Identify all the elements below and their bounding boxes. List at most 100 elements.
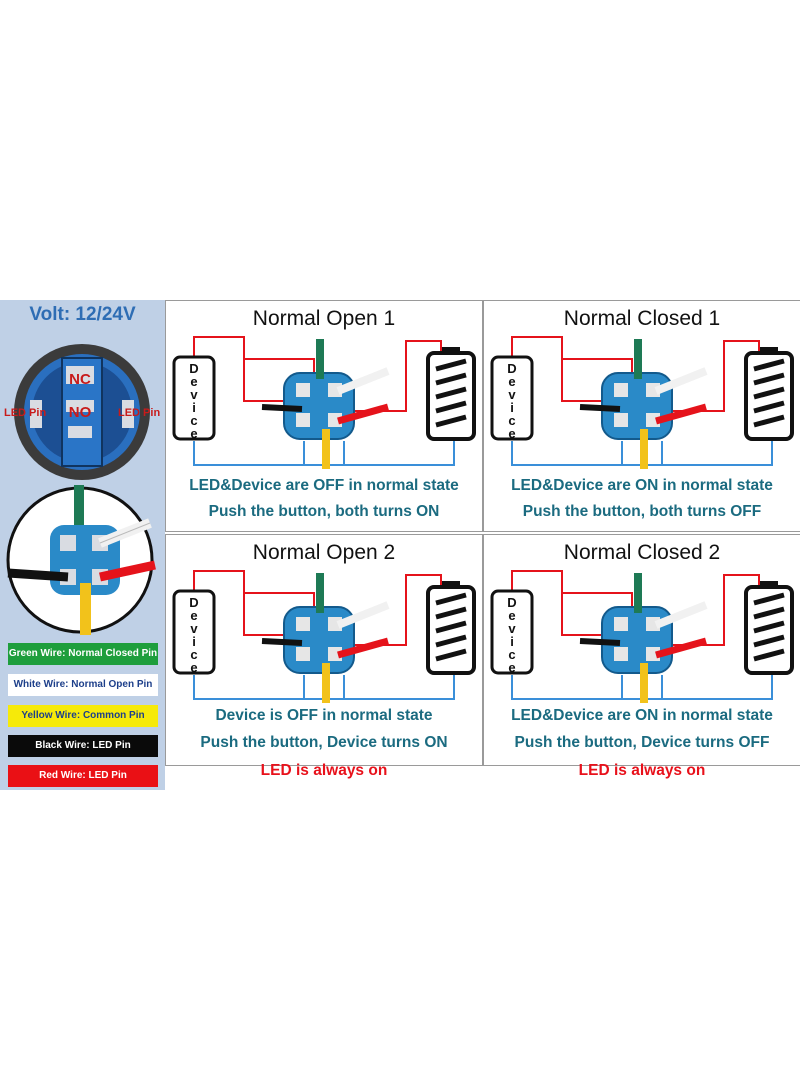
battery-terminal xyxy=(760,581,778,589)
black-wire xyxy=(579,638,621,646)
green-wire xyxy=(634,573,642,613)
device-letter: v xyxy=(190,387,198,402)
device-letter: c xyxy=(508,413,515,428)
device-letter: D xyxy=(507,595,516,610)
red-wire-device xyxy=(511,336,602,402)
caption-line-3: LED is always on xyxy=(578,762,706,779)
connector-photo xyxy=(6,485,156,635)
caption-line-1: LED&Device are OFF in normal state xyxy=(189,477,459,494)
device-letter: v xyxy=(508,387,516,402)
led-pin-left-label: LED Pin xyxy=(4,407,46,419)
device-box xyxy=(490,589,534,675)
device-letter: e xyxy=(508,426,515,441)
panel-title: Normal Closed 2 xyxy=(563,541,721,564)
caption-line-3: LED is always on xyxy=(260,762,388,779)
green-wire xyxy=(316,573,324,613)
device-letter: D xyxy=(507,361,516,376)
circuit-diagram: Device xyxy=(172,570,476,703)
device-letter: c xyxy=(190,647,197,662)
green-wire xyxy=(316,339,324,379)
battery-terminal xyxy=(760,347,778,355)
white-wire xyxy=(654,601,708,629)
circuit-diagram: Device xyxy=(172,336,476,469)
battery-stripe xyxy=(435,606,467,620)
battery-stripe xyxy=(753,414,785,428)
device-letter: i xyxy=(192,634,196,649)
battery-stripe xyxy=(435,634,467,648)
battery-stripe xyxy=(435,358,467,372)
white-wire xyxy=(336,367,390,395)
pin-bottom-left xyxy=(296,413,310,427)
wiring-diagram-sheet: Volt: 12/24V NC NO LED Pin LED Pin xyxy=(0,300,800,790)
battery-stripe xyxy=(435,400,467,414)
pin-bottom-left xyxy=(296,647,310,661)
battery-stripe xyxy=(435,620,467,634)
circuit-diagram: Device xyxy=(490,336,794,469)
device-letter: i xyxy=(510,400,514,415)
device-letter: e xyxy=(508,608,515,623)
yellow-wire xyxy=(322,663,330,703)
battery-stripe xyxy=(753,648,785,662)
device-box xyxy=(172,589,216,675)
device-letter: e xyxy=(190,426,197,441)
device-letter: v xyxy=(190,621,198,636)
pin-bottom-right xyxy=(328,413,342,427)
battery-terminal xyxy=(442,347,460,355)
battery-stripe xyxy=(435,414,467,428)
no-label: NO xyxy=(69,404,92,421)
device-letter: D xyxy=(189,361,198,376)
battery-stripe xyxy=(435,592,467,606)
pin-top-left xyxy=(614,617,628,631)
red-wire-device xyxy=(193,570,284,636)
green-wire xyxy=(634,339,642,379)
battery-stripe xyxy=(435,372,467,386)
pin-bottom-left xyxy=(614,647,628,661)
battery-stripe xyxy=(753,386,785,400)
device-letter: i xyxy=(192,400,196,415)
device-letter: e xyxy=(508,660,515,675)
device-letter: i xyxy=(510,634,514,649)
battery-stripe xyxy=(753,634,785,648)
white-wire xyxy=(336,601,390,629)
caption-line-1: LED&Device are ON in normal state xyxy=(511,707,773,724)
legend-column: Volt: 12/24V NC NO LED Pin LED Pin xyxy=(0,300,165,790)
device-letter: e xyxy=(190,660,197,675)
pin-top-left xyxy=(296,617,310,631)
battery-terminal xyxy=(442,581,460,589)
red-wire xyxy=(337,637,389,659)
switch-back-photo: NC NO LED Pin LED Pin xyxy=(4,344,160,480)
nc-label: NC xyxy=(69,371,91,388)
battery-stripe xyxy=(753,400,785,414)
caption-line-2: Push the button, Device turns ON xyxy=(200,734,448,751)
voltage-label: Volt: 12/24V xyxy=(29,304,136,325)
device-box xyxy=(490,355,534,441)
device-letter: e xyxy=(190,374,197,389)
pin-bottom-right xyxy=(328,647,342,661)
battery-stripe xyxy=(753,372,785,386)
battery-stripe xyxy=(753,358,785,372)
legend-yellow: Yellow Wire: Common Pin xyxy=(8,705,158,727)
caption-line-2: Push the button, both turns ON xyxy=(208,503,440,520)
black-wire xyxy=(261,638,303,646)
caption-line-1: LED&Device are ON in normal state xyxy=(511,477,773,494)
red-wire-device xyxy=(193,336,284,402)
device-letter: c xyxy=(508,647,515,662)
circuit-diagram: Device xyxy=(490,570,794,703)
battery-stripe xyxy=(435,648,467,662)
panel-title: Normal Closed 1 xyxy=(563,307,721,330)
battery-stripe xyxy=(753,606,785,620)
battery-stripe xyxy=(753,592,785,606)
battery-stripe xyxy=(753,620,785,634)
black-wire xyxy=(579,404,621,412)
red-wire-device xyxy=(511,570,602,636)
legend-green: Green Wire: Normal Closed Pin xyxy=(8,643,158,665)
device-letter: v xyxy=(508,621,516,636)
panel-title: Normal Open 2 xyxy=(252,541,396,564)
device-letter: e xyxy=(190,608,197,623)
pin-bottom-right xyxy=(646,647,660,661)
caption-line-2: Push the button, both turns OFF xyxy=(522,503,762,520)
pin-top-left xyxy=(614,383,628,397)
